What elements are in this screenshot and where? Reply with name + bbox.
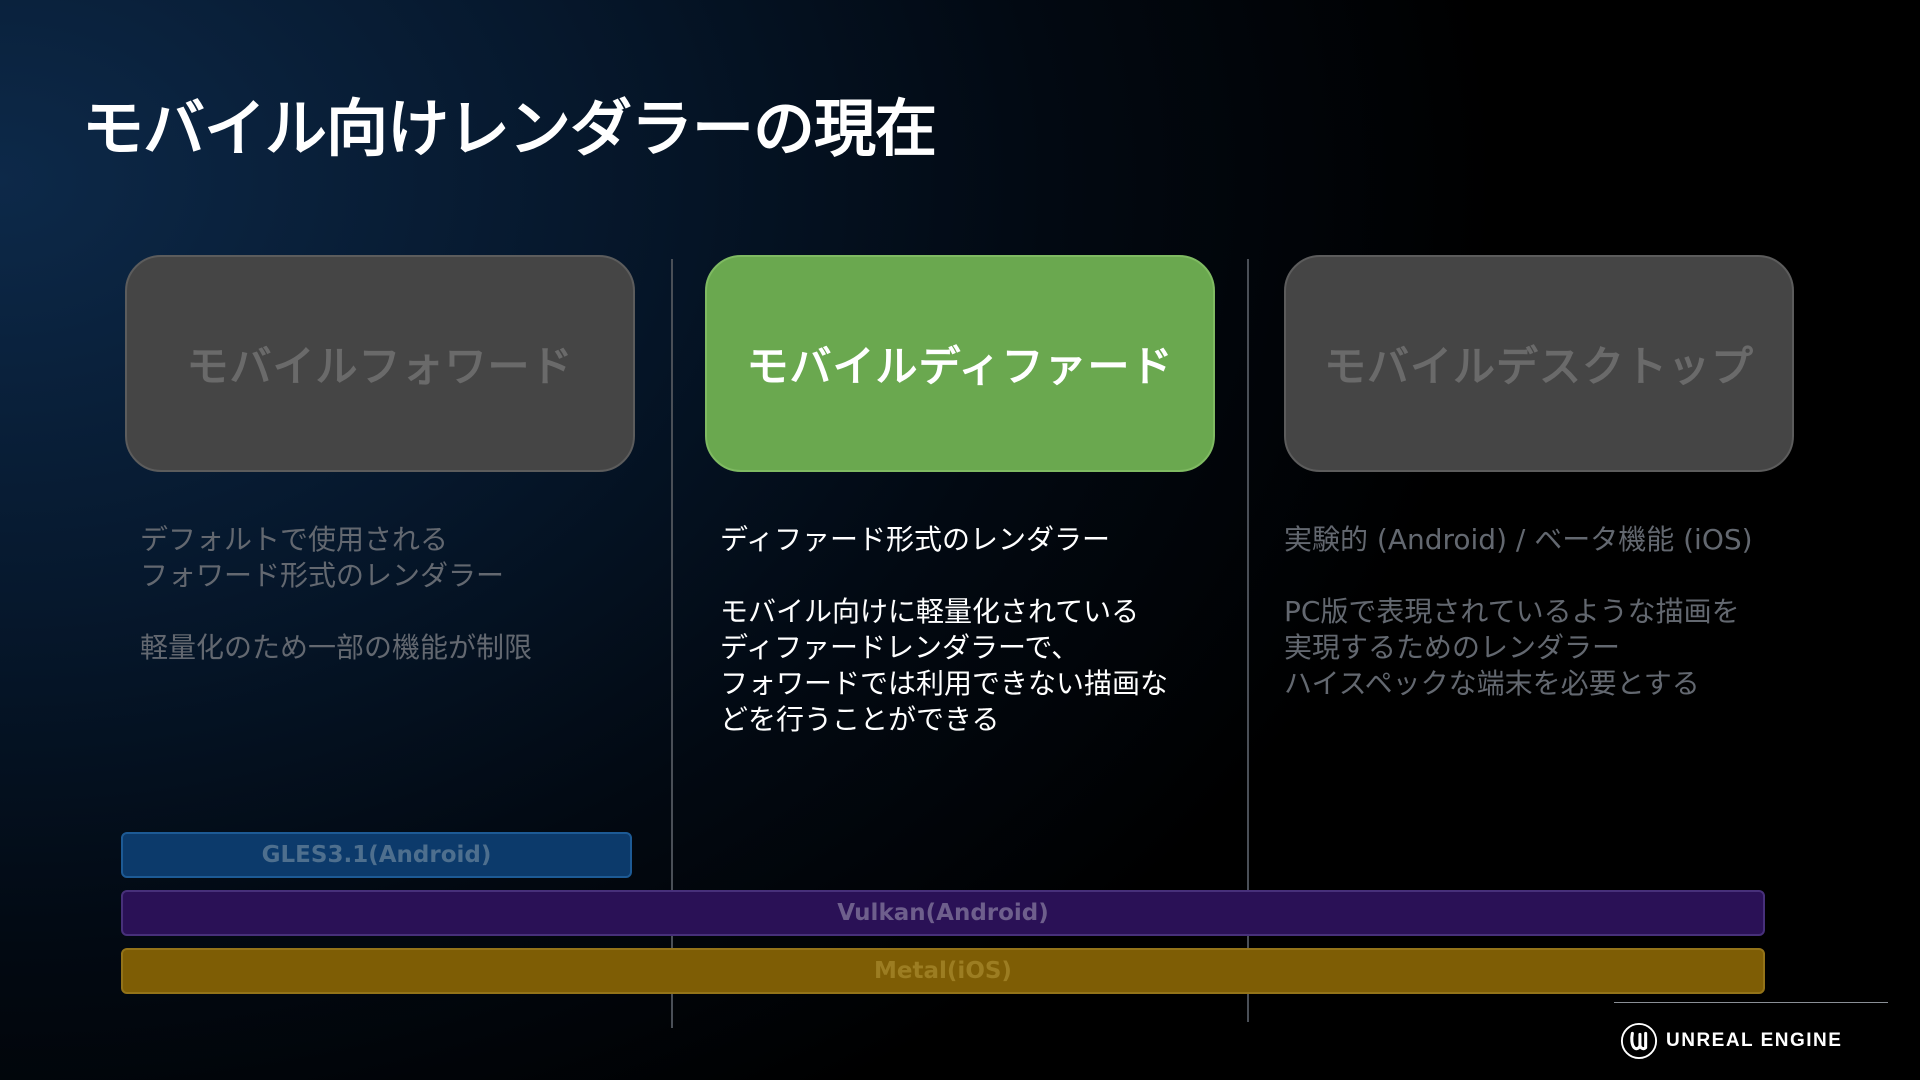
- mobile-forward-card: モバイルフォワード: [125, 255, 635, 472]
- mobile-desktop-heading: モバイルデスクトップ: [1323, 342, 1754, 391]
- vulkan-android-label: Vulkan(Android): [837, 900, 1049, 926]
- description-line: フォワード形式のレンダラー: [140, 559, 505, 592]
- description-line: フォワードでは利用できない描画な: [720, 667, 1169, 700]
- description-paragraph: ディファード形式のレンダラー: [720, 522, 1168, 558]
- mobile-desktop-description: 実験的 (Android) / ベータ機能 (iOS) PC版で表現されているよ…: [1284, 522, 1753, 738]
- mobile-deferred-card: モバイルディファード: [705, 255, 1215, 472]
- metal-ios-label: Metal(iOS): [874, 958, 1012, 984]
- gles-android-label: GLES3.1(Android): [261, 842, 492, 868]
- description-paragraph: PC版で表現されているような描画を 実現するためのレンダラー ハイスペックな端末…: [1284, 594, 1753, 702]
- description-line: ハイスペックな端末を必要とする: [1284, 667, 1700, 700]
- description-line: PC版で表現されているような描画を: [1284, 595, 1740, 628]
- vulkan-android-bar: Vulkan(Android): [121, 890, 1765, 936]
- description-line: デフォルトで使用される: [140, 523, 449, 556]
- description-line: 実験的 (Android) / ベータ機能 (iOS): [1284, 523, 1753, 556]
- description-line: どを行うことができる: [720, 703, 1000, 736]
- mobile-deferred-description: ディファード形式のレンダラー モバイル向けに軽量化されている ディファードレンダ…: [720, 522, 1168, 774]
- unreal-engine-logo: UNREAL ENGINE: [1620, 1022, 1842, 1060]
- mobile-desktop-card: モバイルデスクトップ: [1284, 255, 1794, 472]
- column-divider-right: [1247, 259, 1249, 1022]
- description-paragraph: モバイル向けに軽量化されている ディファードレンダラーで、 フォワードでは利用で…: [720, 594, 1168, 738]
- footer-rule: [1614, 1002, 1888, 1003]
- unreal-engine-logo-text: UNREAL ENGINE: [1666, 1030, 1843, 1051]
- description-paragraph: 実験的 (Android) / ベータ機能 (iOS): [1284, 522, 1753, 558]
- unreal-engine-logo-icon: [1620, 1022, 1658, 1060]
- slide-title: モバイル向けレンダラーの現在: [82, 92, 937, 165]
- description-line: 実現するためのレンダラー: [1284, 631, 1621, 664]
- description-line: ディファード形式のレンダラー: [720, 523, 1111, 556]
- description-line: ディファードレンダラーで、: [720, 631, 1080, 664]
- description-line: モバイル向けに軽量化されている: [720, 595, 1140, 628]
- mobile-forward-heading: モバイルフォワード: [186, 342, 574, 391]
- description-paragraph: デフォルトで使用される フォワード形式のレンダラー: [140, 522, 532, 594]
- gles-android-bar: GLES3.1(Android): [121, 832, 632, 878]
- description-line: 軽量化のため一部の機能が制限: [140, 631, 533, 664]
- metal-ios-bar: Metal(iOS): [121, 948, 1765, 994]
- description-paragraph: 軽量化のため一部の機能が制限: [140, 630, 532, 666]
- column-divider-left: [671, 259, 673, 1028]
- mobile-deferred-heading: モバイルディファード: [746, 342, 1174, 391]
- mobile-forward-description: デフォルトで使用される フォワード形式のレンダラー 軽量化のため一部の機能が制限: [140, 522, 532, 702]
